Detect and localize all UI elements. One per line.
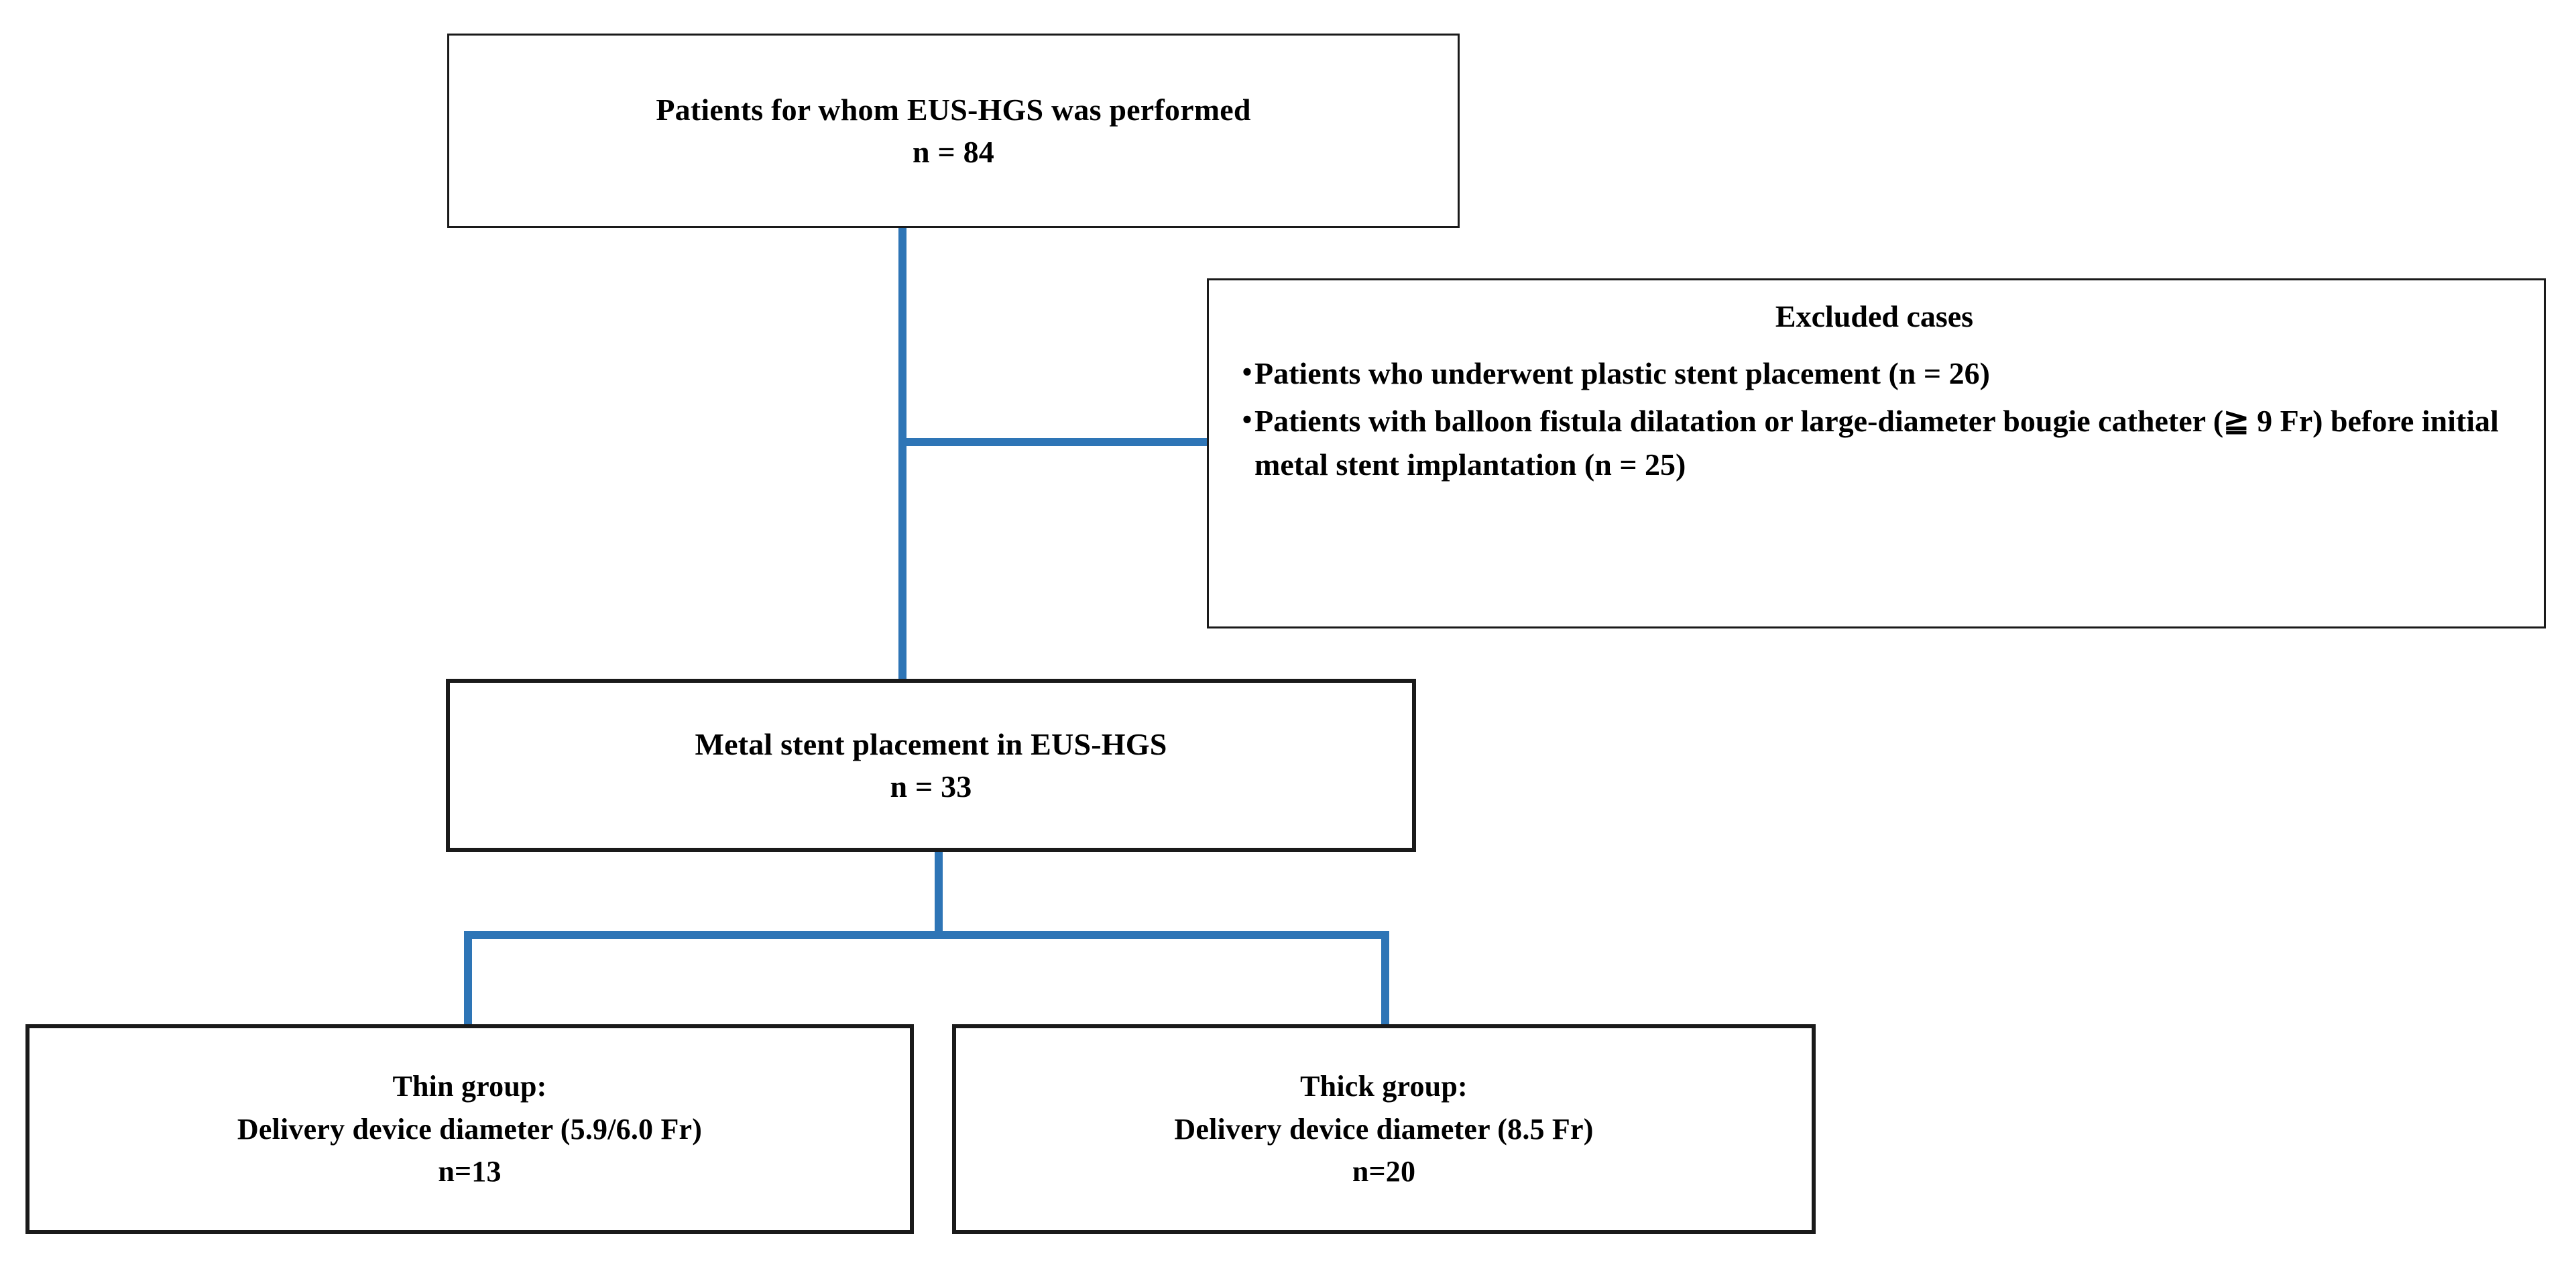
node-thick-group: Thick group: Delivery device diameter (8… bbox=[952, 1024, 1816, 1234]
node-metal-title: Metal stent placement in EUS-HGS bbox=[695, 726, 1167, 761]
connector-root-stem bbox=[898, 226, 906, 444]
node-thin-title: Thin group: bbox=[392, 1069, 547, 1103]
connector-metal-stem bbox=[935, 849, 943, 938]
node-metal-stent-placement: Metal stent placement in EUS-HGS n = 33 bbox=[446, 679, 1416, 852]
connector-leg-thick bbox=[1381, 931, 1389, 1028]
excluded-item-text: Patients who underwent plastic stent pla… bbox=[1254, 355, 1990, 390]
excluded-item: ・ Patients with balloon fistula dilatati… bbox=[1232, 399, 2517, 487]
node-excluded-title: Excluded cases bbox=[1775, 299, 1974, 333]
connector-leg-thin bbox=[464, 931, 472, 1028]
node-thick-subtitle: Delivery device diameter (8.5 Fr) bbox=[1174, 1112, 1594, 1146]
node-thick-count: n=20 bbox=[1352, 1155, 1416, 1189]
excluded-item: ・ Patients who underwent plastic stent p… bbox=[1232, 351, 2517, 395]
bullet-icon: ・ bbox=[1232, 404, 1263, 439]
node-excluded-cases: Excluded cases ・ Patients who underwent … bbox=[1207, 278, 2546, 628]
node-thin-group: Thin group: Delivery device diameter (5.… bbox=[25, 1024, 914, 1234]
connector-split-bar bbox=[464, 931, 1389, 939]
node-root-cohort: Patients for whom EUS-HGS was performed … bbox=[447, 34, 1460, 228]
node-root-count: n = 84 bbox=[913, 135, 994, 169]
node-thick-title: Thick group: bbox=[1300, 1069, 1468, 1103]
connector-root-to-metal-stem bbox=[898, 438, 906, 683]
bullet-icon: ・ bbox=[1232, 355, 1263, 390]
connector-excluded-arm bbox=[898, 438, 1210, 446]
node-metal-count: n = 33 bbox=[890, 769, 972, 804]
excluded-item-text: Patients with balloon fistula dilatation… bbox=[1254, 404, 2499, 482]
node-root-title: Patients for whom EUS-HGS was performed bbox=[656, 92, 1251, 127]
node-thin-subtitle: Delivery device diameter (5.9/6.0 Fr) bbox=[237, 1112, 703, 1146]
node-thin-count: n=13 bbox=[438, 1155, 502, 1189]
